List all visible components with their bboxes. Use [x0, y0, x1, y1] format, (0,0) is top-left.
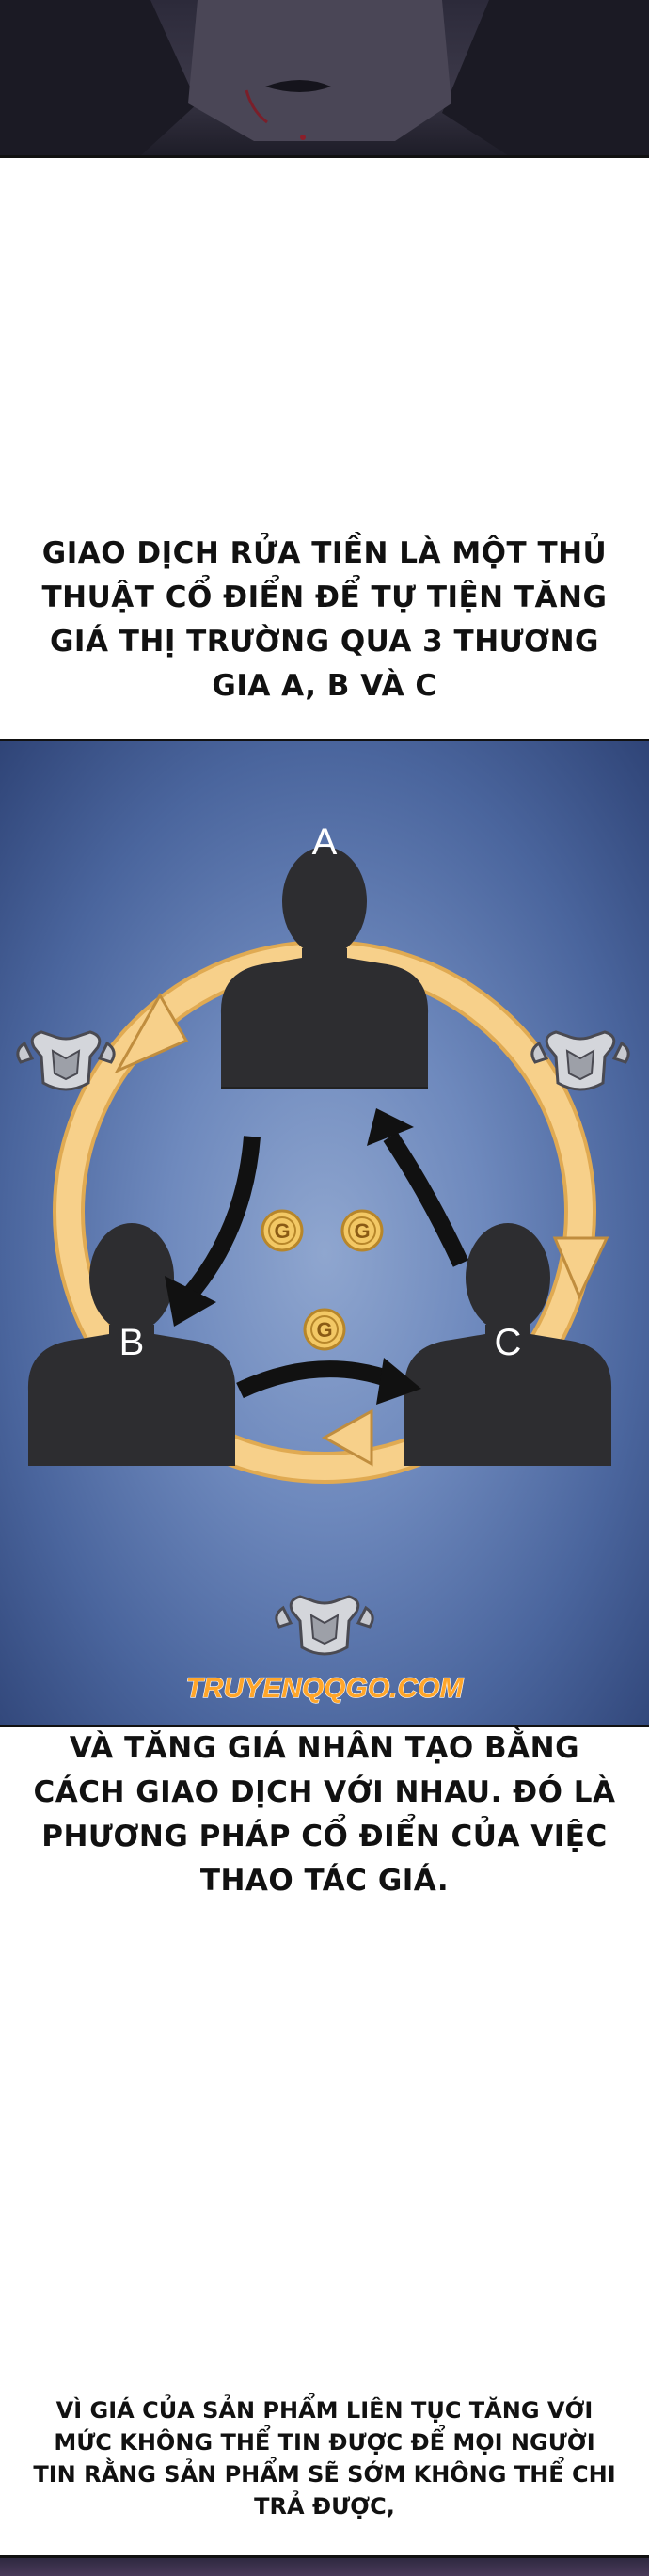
- watermark: TRUYENQQGO.COM: [185, 1673, 464, 1704]
- top-comic-panel: [0, 0, 649, 158]
- caption-line: THAO TÁC GIÁ.: [199, 1864, 450, 1898]
- cycle-arrow-icon: [114, 992, 189, 1074]
- person-silhouette-icon: [220, 847, 429, 1089]
- narration-caption-2: VÀ TĂNG GIÁ NHÂN TẠO BẰNG CÁCH GIAO DỊCH…: [0, 1726, 649, 1903]
- caption-line: GIÁ THỊ TRƯỜNG QUA 3 THƯƠNG: [49, 625, 600, 659]
- caption-line: THUẬT CỔ ĐIỂN ĐỂ TỰ TIỆN TĂNG: [41, 580, 608, 614]
- narration-caption-1: GIAO DỊCH RỬA TIỀN LÀ MỘT THỦ THUẬT CỔ Đ…: [0, 532, 649, 708]
- svg-text:G: G: [274, 1219, 290, 1243]
- node-label-c: C: [495, 1322, 522, 1363]
- next-comic-panel-edge: [0, 2555, 649, 2576]
- caption-line: GIA A, B VÀ C: [212, 669, 437, 703]
- narration-caption-3: VÌ GIÁ CỦA SẢN PHẨM LIÊN TỤC TĂNG VỚI MỨ…: [0, 2394, 649, 2522]
- gold-coin-icon: G: [340, 1209, 384, 1252]
- top-panel-art: [0, 0, 649, 155]
- caption-line: PHƯƠNG PHÁP CỔ ĐIỂN CỦA VIỆC: [41, 1820, 608, 1853]
- svg-text:G: G: [354, 1219, 370, 1243]
- caption-line: CÁCH GIAO DỊCH VỚI NHAU. ĐÓ LÀ: [33, 1775, 616, 1809]
- caption-line: GIAO DỊCH RỬA TIỀN LÀ MỘT THỦ: [41, 536, 608, 570]
- gold-coin-icon: G: [261, 1209, 304, 1252]
- cycle-arrow-icon: [321, 1408, 373, 1467]
- trade-cycle-diagram-panel: A B C G G: [0, 739, 649, 1727]
- trade-arrow-b-to-c: [236, 1358, 421, 1405]
- caption-line: MỨC KHÔNG THỂ TIN ĐƯỢC ĐỂ MỌI NGƯỜI: [54, 2429, 595, 2456]
- caption-line: VÌ GIÁ CỦA SẢN PHẨM LIÊN TỤC TĂNG VỚI: [55, 2397, 594, 2424]
- trade-arrow-a-to-b: [165, 1136, 261, 1327]
- caption-line: TIN RẰNG SẢN PHẨM SẼ SỚM KHÔNG THỂ CHI: [33, 2461, 616, 2488]
- cycle-arrow-icon: [552, 1236, 609, 1300]
- armor-breastplate-icon: [275, 1595, 374, 1656]
- caption-line: TRẢ ĐƯỢC,: [254, 2493, 395, 2520]
- caption-line: VÀ TĂNG GIÁ NHÂN TẠO BẰNG: [69, 1731, 580, 1765]
- node-label-a: A: [312, 821, 338, 863]
- gold-coin-icon: G: [303, 1308, 346, 1351]
- svg-text:G: G: [316, 1318, 332, 1342]
- trade-arrow-c-to-a: [367, 1108, 469, 1267]
- node-label-b: B: [119, 1322, 145, 1363]
- trade-cycle-diagram: A B C G G: [16, 821, 630, 1705]
